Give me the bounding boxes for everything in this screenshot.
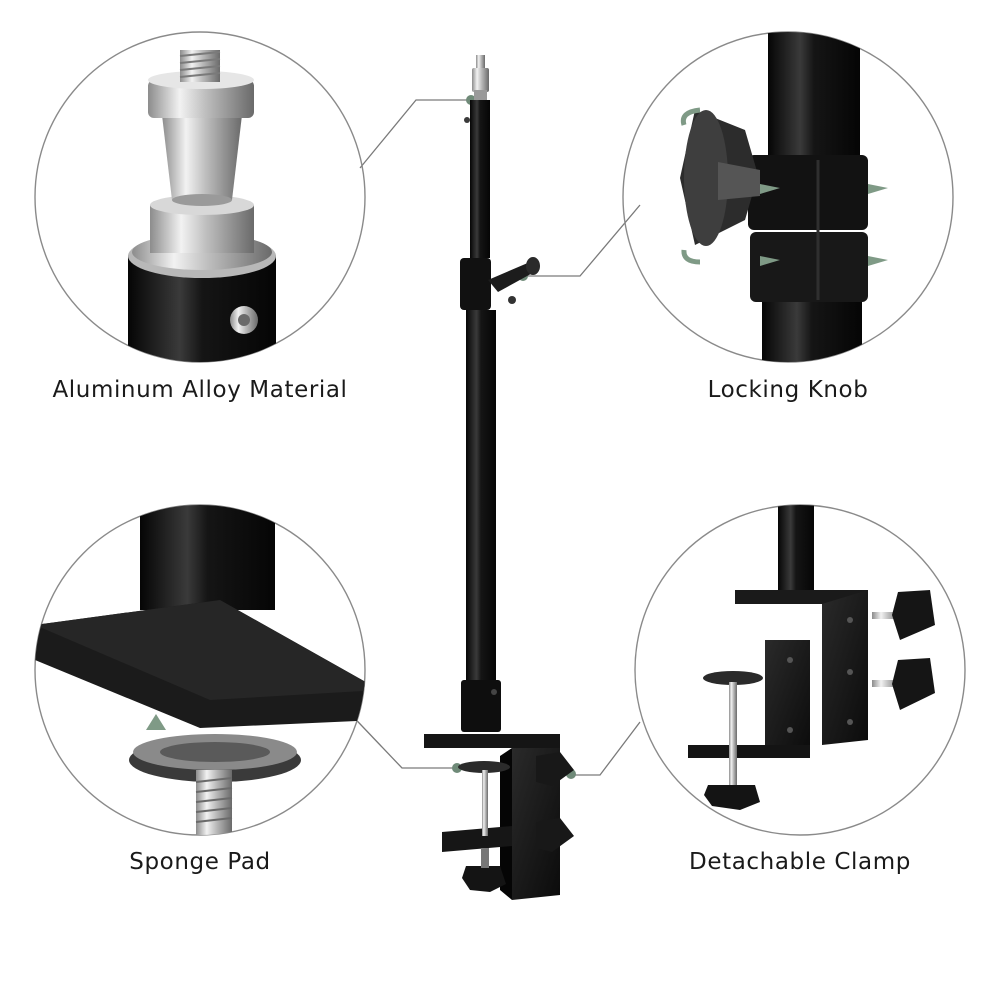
sponge-pad-icon [35, 505, 365, 835]
caption-aluminum-alloy-material: Aluminum Alloy Material [52, 377, 348, 403]
callout-line-aluminum [359, 99, 470, 169]
callout-line-clamp [570, 721, 641, 776]
caption-detachable-clamp: Detachable Clamp [689, 849, 911, 875]
callout-lines [341, 99, 641, 776]
callout-line-knob [522, 204, 641, 277]
caption-locking-knob: Locking Knob [707, 377, 869, 403]
detail-sponge [35, 505, 365, 835]
detail-aluminum [128, 50, 276, 362]
locking-knob-icon [680, 32, 888, 362]
desk-clamp-icon [688, 505, 935, 810]
light-stand [424, 55, 574, 900]
detail-clamp [688, 505, 935, 810]
spigot-adapter-icon [128, 50, 276, 362]
detail-knob [680, 32, 888, 362]
callout-line-sponge [341, 704, 457, 769]
caption-sponge-pad: Sponge Pad [129, 849, 271, 875]
